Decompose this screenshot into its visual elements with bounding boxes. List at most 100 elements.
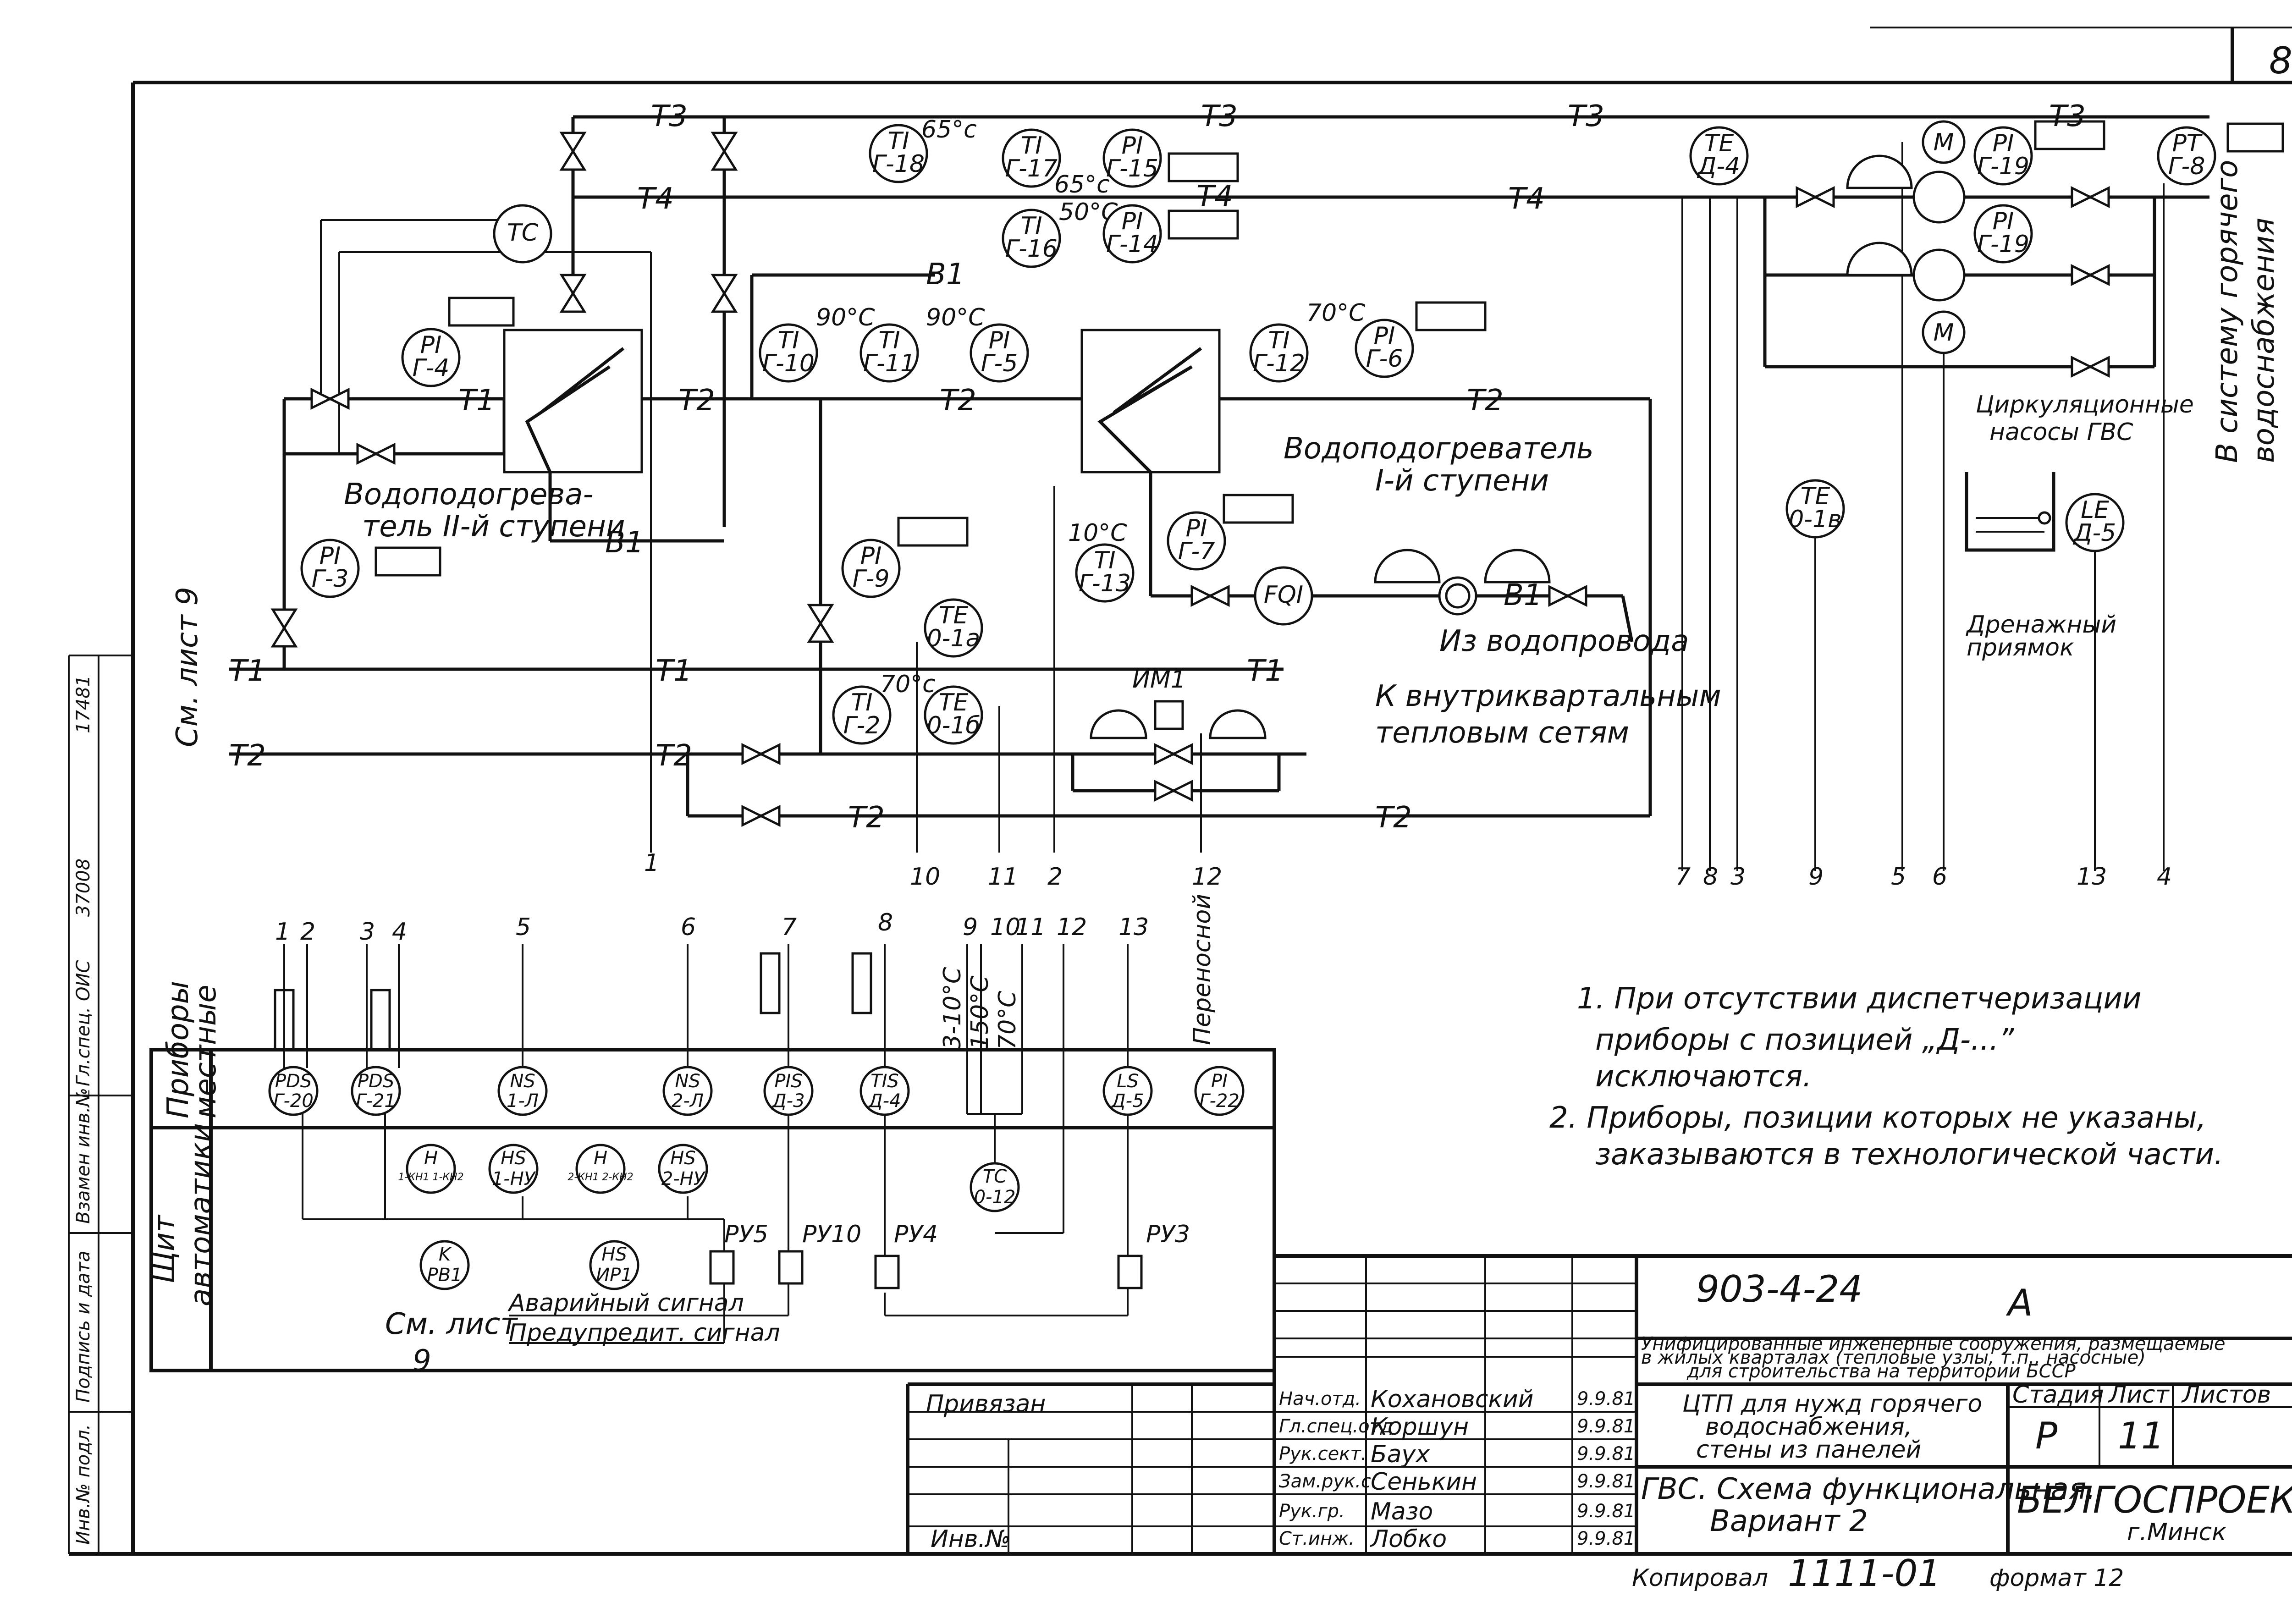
pipe-t4-2: T4 [1196,180,1233,214]
label-to-networks-b: тепловым сетям [1375,716,1629,750]
svg-text:9: 9 [1808,863,1824,891]
svg-text:TI: TI [1020,132,1042,160]
svg-text:8: 8 [1703,863,1718,891]
svg-text:Г-8: Г-8 [2168,153,2205,180]
sheet-frame [68,27,2292,1556]
svg-text:Сенькин: Сенькин [1371,1468,1477,1496]
label-heater2-b: тель II-й ступени [362,510,625,544]
svg-text:Г-22: Г-22 [1199,1090,1240,1112]
svg-text:Листов: Листов [2181,1381,2271,1409]
svg-text:Кохановский: Кохановский [1371,1386,1533,1413]
svg-text:Г-15: Г-15 [1106,155,1158,182]
svg-text:FQI: FQI [1264,581,1303,609]
label-heater1-b: I-й ступени [1375,464,1549,498]
svg-text:PI: PI [420,331,442,359]
panel-texts: РУ5 РУ10 РУ4 РУ3 3-10°C 150°C 70°C Перен… [385,894,1216,1378]
svg-text:1: 1 [644,849,659,877]
pipe-t3-2: T3 [1201,99,1238,133]
svg-text:11: 11 [1015,914,1046,941]
svg-text:10: 10 [990,914,1020,941]
pipe-t3-3: T3 [1568,99,1604,133]
svg-text:Баух: Баух [1371,1441,1430,1468]
svg-text:Г-20: Г-20 [273,1090,314,1112]
svg-text:13: 13 [1118,914,1149,941]
svg-text:БЕЛГОСПРОЕКТ: БЕЛГОСПРОЕКТ [2017,1479,2292,1521]
label-heater2-a: Водоподогрева- [344,478,594,512]
tb-desc-1: Унифицированные инженерные сооружения, р… [1641,1333,2226,1354]
pipe-b1-1: B1 [926,258,965,292]
svg-text:исключаются.: исключаются. [1595,1060,1812,1094]
svg-text:11: 11 [2118,1415,2165,1457]
svg-text:TI: TI [887,127,909,155]
svg-text:HS: HS [501,1148,526,1169]
actuators [1090,154,1966,739]
side-stamp-sign: Подпись и дата [73,1251,94,1403]
svg-text:Д-4: Д-4 [1697,153,1740,180]
label-heater1-a: Водоподогреватель [1284,432,1594,466]
label-circ-pumps-b: насосы ГВС [1989,418,2133,446]
inst-m1: M [1922,120,1966,164]
svg-text:Г-9: Г-9 [853,565,890,593]
local-ls-d5: LSД-5 [1102,1066,1153,1116]
shield-hs1: HS1-НУ [488,1144,539,1194]
svg-text:Копировал: Копировал [1632,1564,1768,1592]
svg-text:Стадия: Стадия [2012,1381,2104,1409]
svg-text:1-Л: 1-Л [507,1090,539,1112]
sheet-number: 88 [2269,39,2292,82]
temp-65b: 65°c [1054,171,1110,198]
svg-text:Г-6: Г-6 [1366,345,1403,373]
inst-ti-g17: TIГ-17 [1002,128,1061,188]
title-block-text: 903-4-24 А Унифицированные инженерные со… [926,1268,2292,1595]
tb-inv: Инв.№ [931,1525,1010,1553]
svg-text:13: 13 [2077,863,2107,891]
svg-text:TI: TI [878,327,900,354]
svg-text:10: 10 [910,863,940,891]
inst-ti-g11: TIГ-11 [860,323,919,383]
svg-text:PI: PI [1211,1071,1228,1092]
svg-text:11: 11 [988,863,1018,891]
svg-text:2-НУ: 2-НУ [661,1168,706,1189]
svg-text:Г-10: Г-10 [762,350,815,377]
svg-text:4: 4 [2157,863,2172,891]
svg-text:Г-18: Г-18 [872,150,925,178]
svg-text:TI: TI [1020,212,1042,240]
pipe-labels: T3 T3 T3 T3 T4 T4 T4 B1 T1 T2 T2 T2 B1 B… [229,99,2086,835]
svg-text:9: 9 [413,1344,431,1378]
svg-text:1-НУ: 1-НУ [492,1168,536,1189]
heater-2 [503,329,643,473]
svg-text:ЦТП для нужд горячего: ЦТП для нужд горячего [1682,1390,1982,1418]
svg-text:PI: PI [1374,322,1395,350]
svg-text:PI: PI [1122,132,1143,160]
svg-text:PDS: PDS [358,1071,394,1092]
svg-text:1-КН1 1-КН2: 1-КН1 1-КН2 [398,1172,463,1183]
side-stamp-num2: 17481 [73,675,94,733]
tb-desc-3: для строительства на территории БССР [1686,1361,2076,1382]
svg-text:4: 4 [392,918,407,946]
automation-panel [149,944,1276,1372]
inst-m2: M [1922,310,1966,354]
label-circ-pumps-a: Циркуляционные [1976,391,2194,418]
svg-text:Г-5: Г-5 [981,350,1018,377]
svg-text:стены из панелей: стены из панелей [1696,1436,1921,1464]
svg-text:РУ3: РУ3 [1146,1221,1190,1248]
inst-ti-g10: TIГ-10 [759,323,818,383]
inst-ti-g16: TIГ-16 [1002,209,1061,268]
svg-text:TI: TI [1268,327,1289,354]
svg-text:Лобко: Лобко [1370,1525,1447,1553]
svg-text:Г-13: Г-13 [1079,570,1131,597]
label-to-networks-a: К внутриквартальным [1375,679,1721,713]
svg-text:Д-3: Д-3 [771,1090,804,1112]
signal-lines [320,142,2165,871]
svg-text:2: 2 [1047,863,1063,891]
label-to-dhw-a: В систему горячего [2210,160,2244,463]
panel-row1-a: Приборы [161,981,195,1118]
svg-text:TC: TC [507,219,539,247]
svg-text:Г-4: Г-4 [413,354,450,382]
tb-desc-2: в жилых кварталах (тепловые узлы, т.п., … [1641,1347,2146,1368]
svg-text:2-Л: 2-Л [672,1090,704,1112]
svg-text:PI: PI [1993,130,2014,157]
instruments: PIГ-4 PIГ-3 TC TIГ-18 TIГ-17 PIГ-15 TIГ-… [300,120,2216,745]
